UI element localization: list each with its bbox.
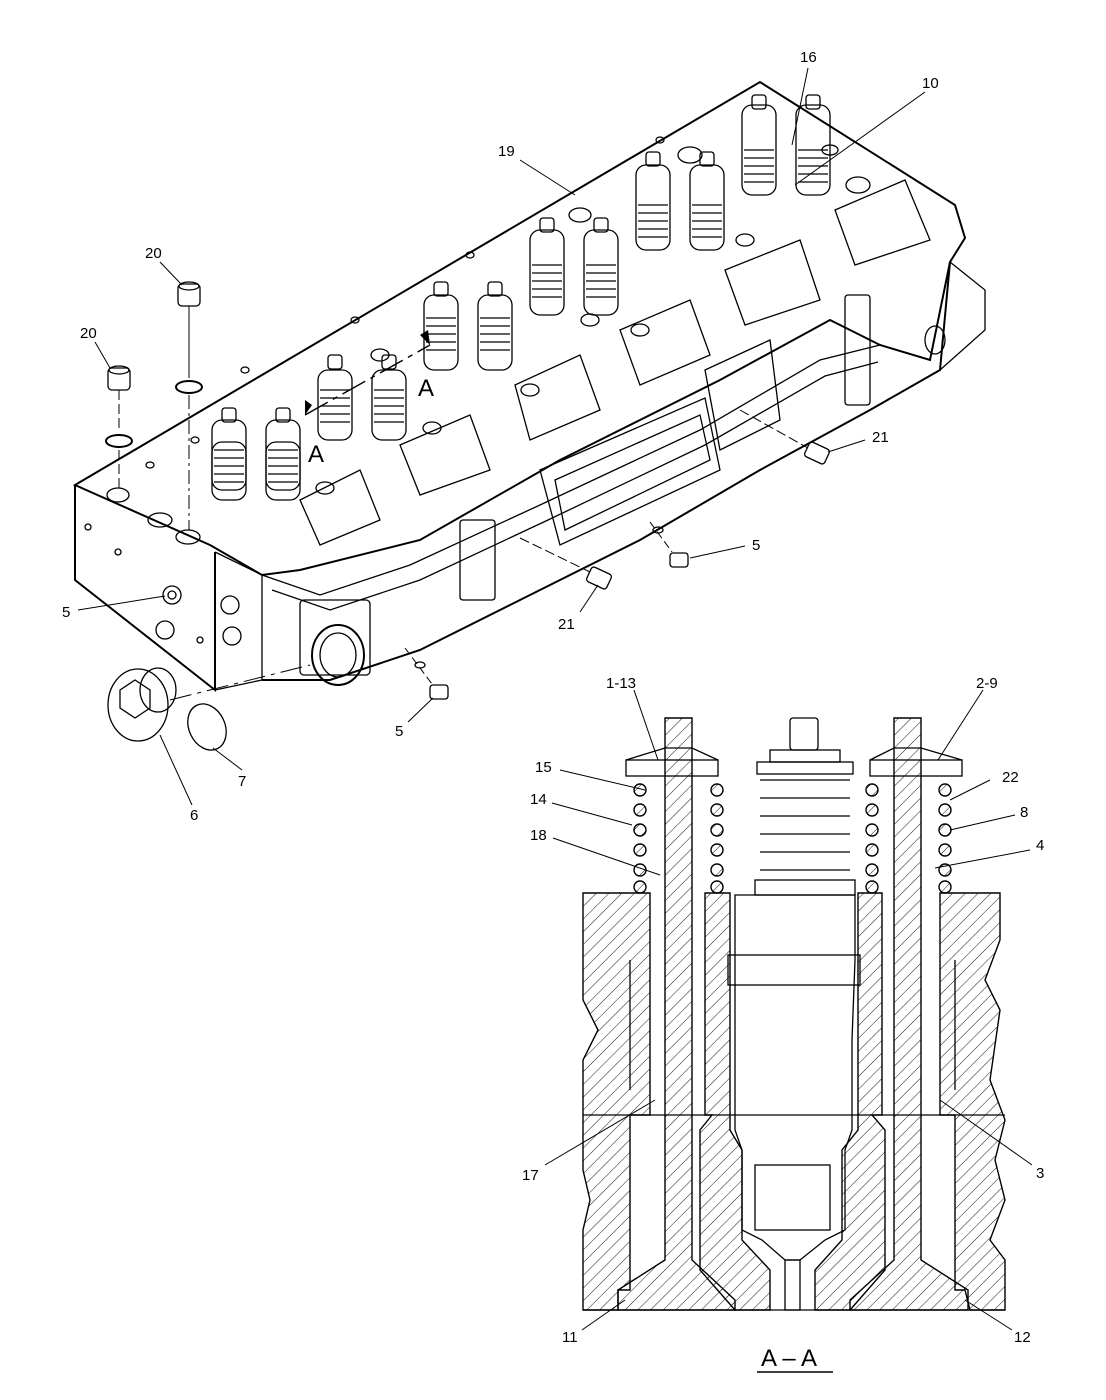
- section-marker-left: A: [308, 441, 324, 468]
- section-cut-line: A A: [304, 330, 434, 468]
- plug-21-upper: [739, 409, 831, 465]
- callout-22: 22: [1002, 769, 1019, 786]
- valve-spring-cluster-3: [423, 281, 513, 371]
- right-valve-springs: [865, 747, 963, 894]
- callout-15: 15: [535, 759, 552, 776]
- callout-5-mid: 5: [752, 537, 760, 554]
- section-a-a-view: [582, 717, 1006, 1311]
- plug-20-left: [105, 365, 133, 490]
- callout-1-13: 1-13: [606, 675, 636, 692]
- valve-spring-cluster-6: [741, 94, 831, 196]
- valve-spring-cluster-2: [317, 354, 407, 441]
- section-marker-right: A: [418, 375, 434, 402]
- valve-spring-cluster-4: [529, 217, 619, 316]
- valve-springs-group: [211, 94, 831, 501]
- callout-20-right: 20: [145, 245, 162, 262]
- callout-12: 12: [1014, 1329, 1031, 1346]
- callout-3: 3: [1036, 1165, 1044, 1182]
- callout-11: 11: [562, 1329, 578, 1346]
- callout-2-9: 2-9: [976, 675, 998, 692]
- callout-14: 14: [530, 791, 547, 808]
- plug-5-lower: [404, 647, 449, 700]
- callout-8: 8: [1020, 804, 1028, 821]
- callout-21-lower: 21: [558, 616, 575, 633]
- callout-16: 16: [800, 49, 817, 66]
- callout-5-front: 5: [62, 604, 70, 621]
- callout-17: 17: [522, 1167, 539, 1184]
- cylinder-head-body: [72, 80, 986, 693]
- plug-21-lower: [519, 537, 613, 590]
- callout-21-upper: 21: [872, 429, 889, 446]
- callout-5-lower: 5: [395, 723, 403, 740]
- callout-6: 6: [190, 807, 198, 824]
- section-title: A – A: [761, 1345, 817, 1372]
- valve-spring-cluster-5: [635, 151, 725, 251]
- callout-10: 10: [922, 75, 939, 92]
- callout-labels: 16 10 19 20 20 21 5 5 21 5 7 6 1-13 2-9 …: [62, 49, 1044, 1346]
- callout-4: 4: [1036, 837, 1044, 854]
- leader-lines: [77, 67, 1033, 1331]
- section-title-group: A – A: [757, 1345, 833, 1373]
- plug-5-mid: [649, 521, 689, 568]
- callout-19: 19: [498, 143, 515, 160]
- callout-7: 7: [238, 773, 246, 790]
- callout-20-left: 20: [80, 325, 97, 342]
- valve-spring-cluster-1: [211, 407, 301, 501]
- plug-6-and-seal-7: [107, 664, 311, 751]
- plug-20-right: [175, 281, 203, 530]
- callout-18: 18: [530, 827, 547, 844]
